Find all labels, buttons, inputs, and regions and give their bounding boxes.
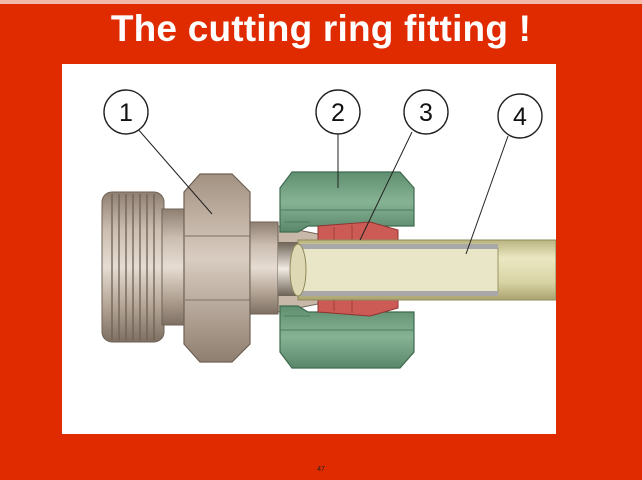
- tube: [289, 239, 556, 301]
- callout-1: 1: [103, 89, 149, 135]
- callout-3: 3: [403, 89, 449, 135]
- callout-2: 2: [315, 89, 361, 135]
- callout-4: 4: [497, 93, 543, 139]
- top-edge-strip: [0, 0, 642, 4]
- fitting-diagram: 1 2 3 4: [62, 64, 556, 434]
- callout-3-label: 3: [419, 99, 433, 127]
- callout-2-label: 2: [331, 99, 345, 127]
- slide-title: The cutting ring fitting !: [110, 8, 532, 49]
- callout-1-label: 1: [119, 99, 133, 127]
- union-nut: [279, 171, 415, 369]
- page-number: 47: [317, 466, 325, 473]
- thread-grooves: [111, 194, 155, 340]
- callout-4-label: 4: [513, 103, 527, 131]
- leader-lines: [136, 127, 509, 255]
